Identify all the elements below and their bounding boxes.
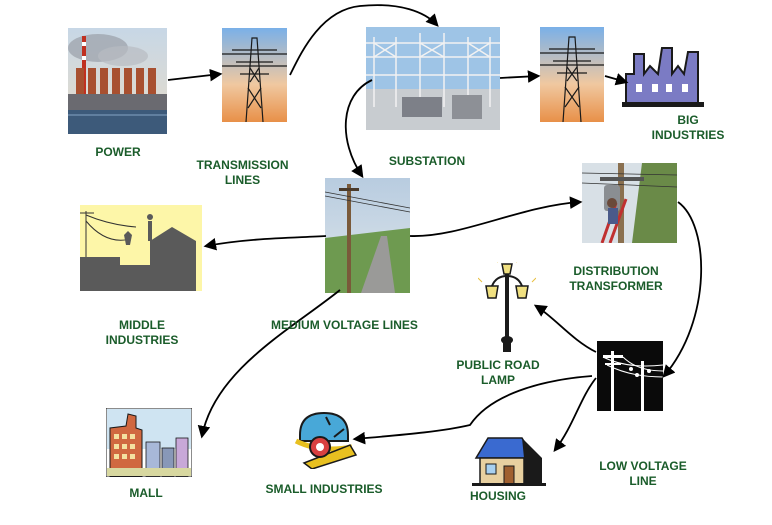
label-housing: HOUSING [469,489,526,503]
label-big-industries: BIG INDUSTRIES [651,113,725,142]
transmission-tower-image [222,28,287,122]
label-power: POWER [95,145,141,159]
arrow-low-voltage-to-housing [553,377,597,453]
low-voltage-line-icon [597,341,663,411]
label-small-industries: SMALL INDUSTRIES [265,482,383,496]
label-distribution-transformer: DISTRIBUTION TRANSFORMER [569,264,663,293]
housing-icon [472,434,546,486]
arrow-low-voltage-to-small-industries [352,375,593,445]
substation-image [366,27,500,130]
transmission-tower-2-image [540,27,604,122]
distribution-transformer-image [582,163,677,243]
label-medium-voltage-lines: MEDIUM VOLTAGE LINES [271,318,418,332]
arrow-tower2-to-big-industries [604,73,629,86]
label-low-voltage-line: LOW VOLTAGE LINE [599,459,687,488]
arrow-substation-to-tower2 [499,70,541,83]
arrow-power-to-transmission [167,68,223,82]
arrow-low-voltage-to-lamp [533,304,597,353]
label-middle-industries: MIDDLE INDUSTRIES [105,318,179,347]
arrow-distribution-to-low-voltage [662,201,703,378]
arrow-medium-to-mall [197,289,341,439]
big-industries-factory-icon [622,44,704,108]
arrow-medium-to-distribution [409,196,583,237]
arrow-medium-to-middle-industries [203,235,327,251]
middle-industries-image [80,205,202,291]
small-industries-icon [290,407,360,469]
label-public-road-lamp: PUBLIC ROAD LAMP [456,358,540,387]
arrow-transmission-to-substation [289,4,439,76]
label-mall: MALL [129,486,163,500]
medium-voltage-lines-image [325,178,410,293]
label-substation: SUBSTATION [388,154,466,168]
public-road-lamp-icon [478,262,536,354]
arrow-substation-to-medium-voltage [344,79,373,179]
power-plant-image [68,28,167,134]
mall-icon [106,408,192,477]
label-transmission-lines: TRANSMISSION LINES [196,158,289,187]
